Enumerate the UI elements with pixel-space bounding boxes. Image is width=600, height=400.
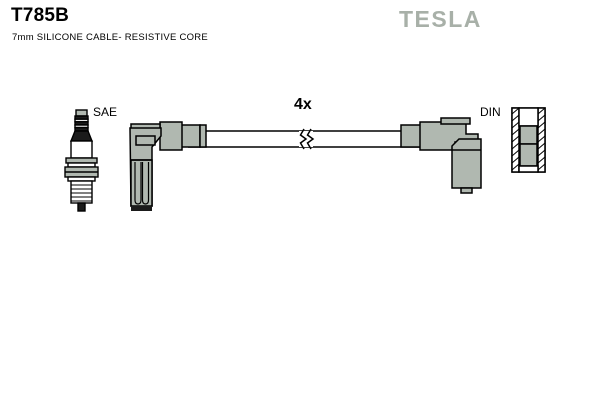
din-end-label: DIN	[480, 105, 501, 119]
tesla-brand-logo: TESLA	[399, 6, 482, 32]
quantity-label: 4x	[294, 96, 312, 113]
part-description: 7mm SILICONE CABLE- RESISTIVE CORE	[12, 32, 208, 43]
din-socket-terminal	[511, 107, 546, 173]
page-title: T785B	[11, 5, 70, 26]
spark-plug-boot-sae	[129, 121, 207, 211]
cable-break-symbol	[299, 128, 315, 150]
coil-boot-din	[400, 117, 482, 194]
spark-plug-icon	[64, 109, 99, 212]
sae-end-label: SAE	[93, 105, 118, 119]
